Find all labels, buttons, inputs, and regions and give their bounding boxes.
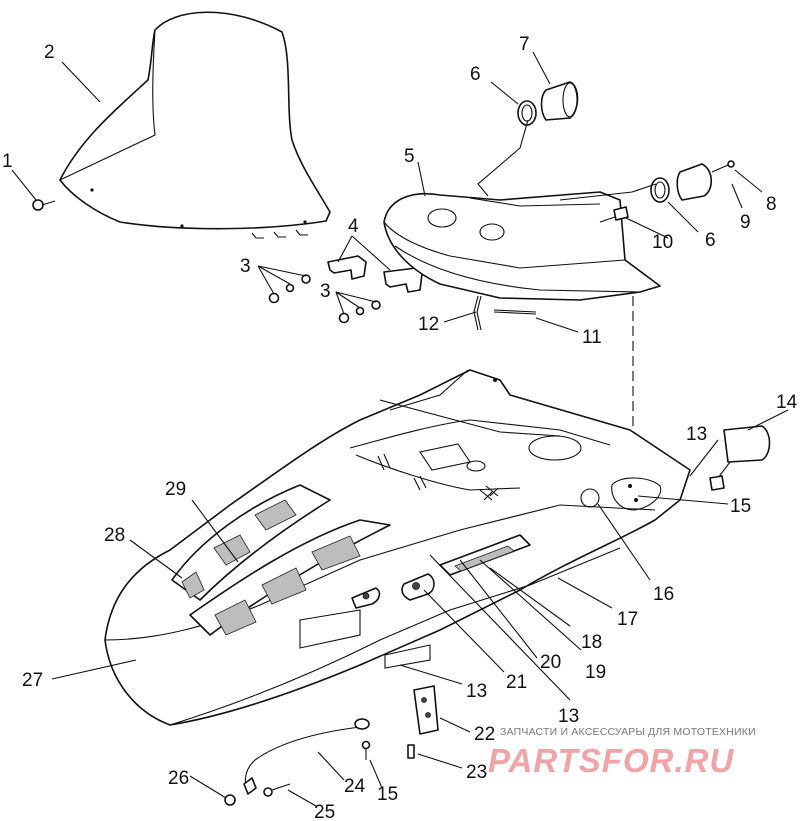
watermark-tagline: ЗАПЧАСТИ И АКСЕССУАРЫ ДЛЯ МОТОТЕХНИКИ	[500, 726, 756, 738]
instrument-console	[383, 191, 661, 301]
small-bracket	[407, 685, 439, 759]
callout-28: 28	[104, 525, 125, 546]
callout-8: 8	[766, 194, 777, 215]
leader-lines	[11, 51, 789, 807]
callout-11: 11	[582, 327, 602, 348]
wiring	[473, 295, 537, 331]
callout-10: 10	[652, 232, 673, 253]
callout-13a: 13	[686, 424, 707, 445]
bolts-and-nuts	[268, 274, 381, 324]
callout-12: 12	[418, 314, 439, 335]
callout-4: 4	[348, 216, 359, 237]
watermark-logo: PARTSFOR.RU	[488, 742, 734, 779]
callout-9: 9	[740, 212, 751, 233]
callout-13c: 13	[558, 706, 579, 727]
callout-14: 14	[776, 392, 798, 413]
callout-22: 22	[474, 724, 495, 745]
mirror	[709, 425, 771, 491]
hood-vents	[171, 484, 391, 636]
front-hood	[104, 369, 691, 726]
callout-7: 7	[519, 34, 530, 55]
callout-3b: 3	[320, 281, 331, 302]
callout-5: 5	[404, 146, 415, 167]
tether-cable	[224, 718, 371, 806]
callout-25: 25	[314, 802, 335, 821]
callout-15a: 15	[730, 496, 751, 517]
callout-20: 20	[540, 652, 561, 673]
gauge-assembly	[517, 81, 735, 223]
callout-2: 2	[44, 42, 55, 63]
callout-6b: 6	[705, 230, 716, 251]
windshield	[59, 11, 331, 239]
callout-18: 18	[581, 632, 602, 653]
screw-1	[32, 199, 56, 211]
callout-24: 24	[344, 776, 366, 797]
callout-29: 29	[165, 479, 186, 500]
callout-27: 27	[22, 670, 43, 691]
callout-17: 17	[617, 609, 638, 630]
callout-15b: 15	[377, 784, 398, 805]
callout-23: 23	[466, 762, 487, 783]
callout-3a: 3	[240, 256, 251, 277]
watermark: ЗАПЧАСТИ И АКСЕССУАРЫ ДЛЯ МОТОТЕХНИКИ PA…	[488, 726, 756, 779]
callout-21: 21	[506, 672, 527, 693]
callout-16: 16	[653, 584, 674, 605]
callout-19: 19	[585, 662, 606, 683]
side-trim	[351, 534, 531, 609]
callout-13b: 13	[466, 681, 487, 702]
callout-labels: 1 2 3 3 4 5 6 6 7 8 9 10 11 12 13 13 13 …	[2, 34, 798, 821]
callout-26: 26	[168, 768, 189, 789]
mounting-brackets	[327, 255, 423, 293]
callout-1: 1	[2, 151, 13, 172]
callout-6a: 6	[470, 64, 481, 85]
